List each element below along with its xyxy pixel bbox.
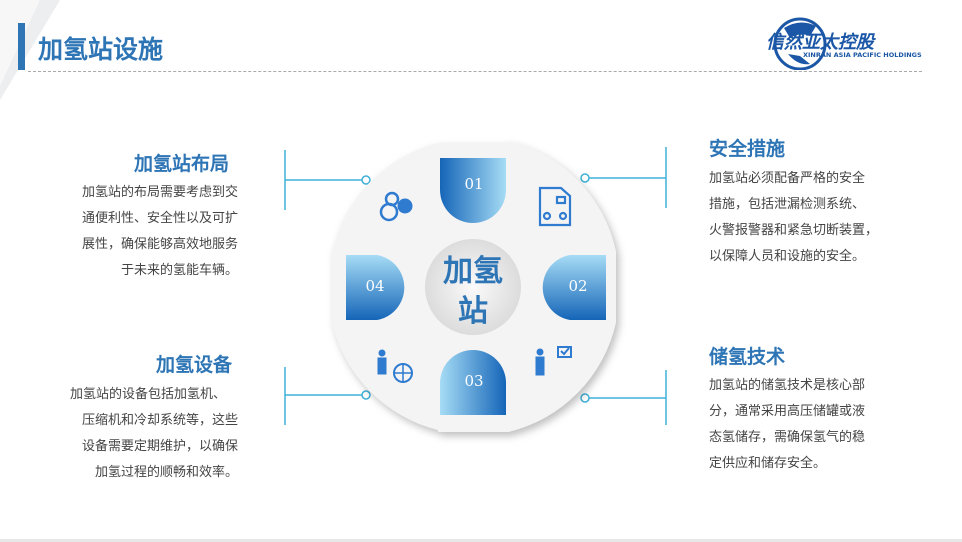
tab-01 (440, 158, 506, 223)
presenter-checklist-icon (535, 346, 572, 376)
center-title-line: 加氢 (443, 254, 503, 289)
section-body: 加氢站的布局需要考虑到交通便利性、安全性以及可扩展性，确保能够高效地服务于未来的… (58, 180, 238, 284)
quadrant-bottom-right (508, 322, 616, 432)
text-line: 设备需要定期维护，以确保 (81, 439, 238, 454)
text-line: 压缩机和冷却系统等，这些 (81, 413, 238, 428)
page-title: 加氢站设施 (38, 35, 164, 64)
quadrant-bottom-left (332, 322, 438, 430)
tab-04-label: 04 (365, 277, 385, 295)
flowchart-document-icon (538, 186, 572, 227)
text-line: 展性，确保能够高效地服务 (81, 237, 238, 252)
section-title: 加氢站布局 (134, 153, 230, 175)
text-line: 分，通常采用高压储罐或液 (709, 404, 866, 419)
section-title: 加氢设备 (156, 354, 233, 376)
section-body: 加氢站的储氢技术是核心部分，通常采用高压储罐或液态氢储存，需确保氢气的稳定供应和… (709, 373, 889, 477)
text-line: 定供应和储存安全。 (709, 456, 827, 471)
globe-icon (773, 17, 827, 70)
header-divider (28, 71, 922, 72)
logo-text: 信然亚太控股 (766, 32, 874, 53)
section-body: 加氢站的设备包括加氢机、压缩机和冷却系统等，这些设备需要定期维护，以确保加氢过程… (58, 382, 238, 486)
section-body: 加氢站必须配备严格的安全措施，包括泄漏检测系统、火警报警器和紧急切断装置， 以保障… (709, 166, 899, 270)
text-line: 于未来的氢能车辆。 (120, 263, 238, 278)
logo: 信然亚太控股 XINRAN ASIA PACIFIC HOLDINGS (766, 14, 926, 70)
text-line: 态氢储存，需确保氢气的稳 (709, 430, 866, 445)
text-line: 加氢过程的顺畅和效率。 (94, 465, 238, 480)
tab-04 (346, 255, 405, 320)
tab-02 (542, 255, 606, 320)
tab-03-label: 03 (464, 372, 484, 390)
logo-subtext: XINRAN ASIA PACIFIC HOLDINGS (803, 51, 922, 59)
coins-icon (379, 191, 413, 222)
text-line: 以保障人员和设施的安全。 (709, 249, 866, 264)
section-title: 储氢技术 (709, 346, 786, 368)
text-line: 措施，包括泄漏检测系统、 (709, 197, 866, 212)
text-line: 加氢站的布局需要考虑到交 (81, 185, 238, 200)
center-title-line: 站 (458, 294, 488, 329)
tab-02-label: 02 (568, 277, 588, 295)
center-circle (425, 239, 521, 335)
center-title: 加氢 站 (433, 252, 513, 332)
text-line: 加氢站的设备包括加氢机、 (70, 387, 227, 402)
text-line: 加氢站的储氢技术是核心部 (709, 378, 866, 393)
text-line: 通便利性、安全性以及可扩 (81, 211, 238, 226)
title-accent-bar (18, 23, 25, 70)
text-line: 火警报警器和紧急切断装置， (709, 223, 879, 238)
bottom-border (0, 539, 962, 542)
presenter-globe-icon (377, 349, 413, 383)
tab-03 (440, 350, 506, 415)
section-title: 安全措施 (709, 138, 786, 160)
text-line: 加氢站必须配备严格的安全 (709, 171, 866, 186)
tab-01-label: 01 (464, 175, 484, 193)
